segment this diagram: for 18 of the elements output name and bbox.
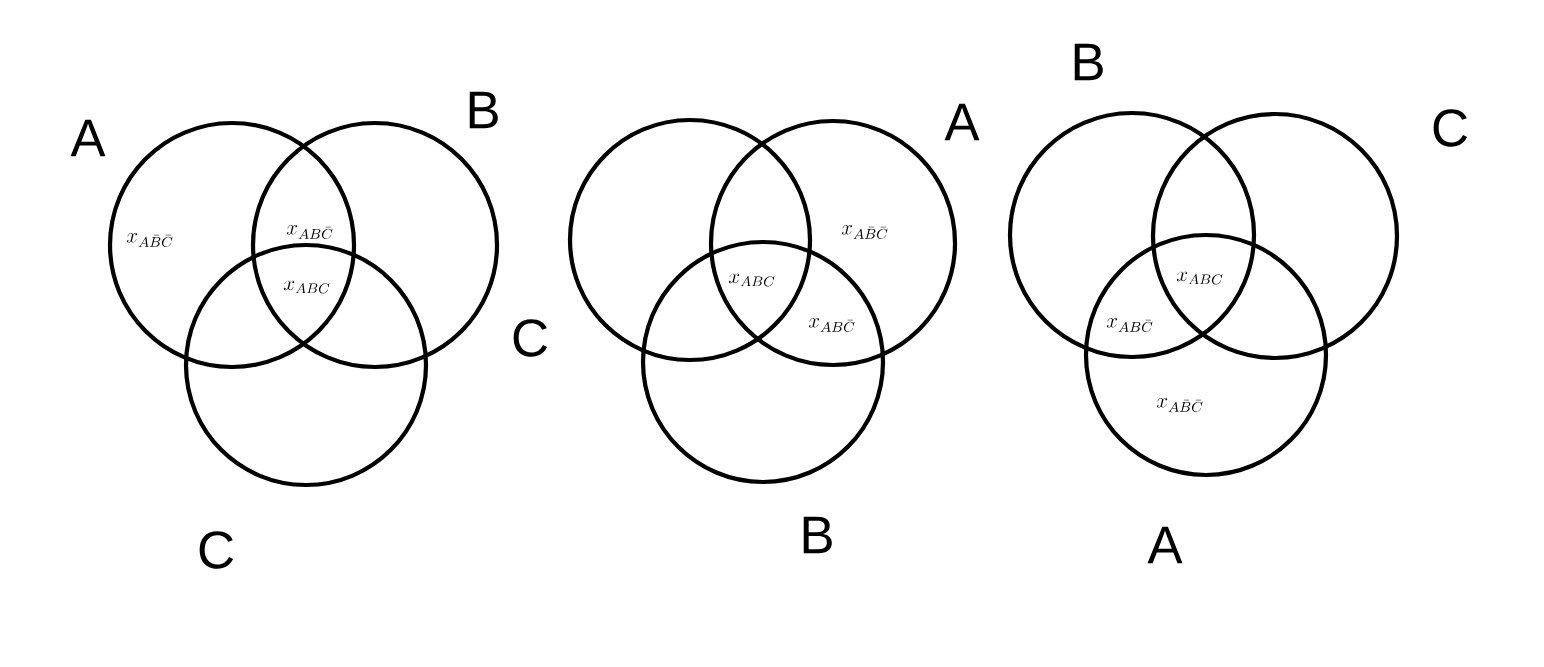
set-label: B	[803, 516, 832, 554]
set-label: A	[70, 119, 106, 157]
set-label: C	[199, 531, 234, 569]
region-label: $x_{A\bar{B}\bar{C}}$	[126, 233, 173, 247]
region-label: $x_{AB\bar{C}}$	[286, 225, 333, 239]
set-label: A	[1147, 526, 1183, 564]
set-label: A	[944, 103, 980, 141]
region-label: $x_{ABC}$	[1176, 271, 1223, 285]
region-label: $x_{AB\bar{C}}$	[1106, 318, 1153, 332]
set-label: C	[1433, 109, 1468, 147]
region-label: $x_{A\bar{B}\bar{C}}$	[841, 225, 888, 239]
set-label: B	[1074, 43, 1103, 81]
region-label: $x_{ABC}$	[728, 273, 775, 287]
region-label: $x_{A\bar{B}\bar{C}}$	[1156, 398, 1203, 412]
set-label: C	[513, 319, 548, 357]
region-label: $x_{ABC}$	[283, 280, 330, 294]
region-label: $x_{AB\bar{C}}$	[808, 318, 855, 332]
set-label: B	[469, 91, 498, 129]
